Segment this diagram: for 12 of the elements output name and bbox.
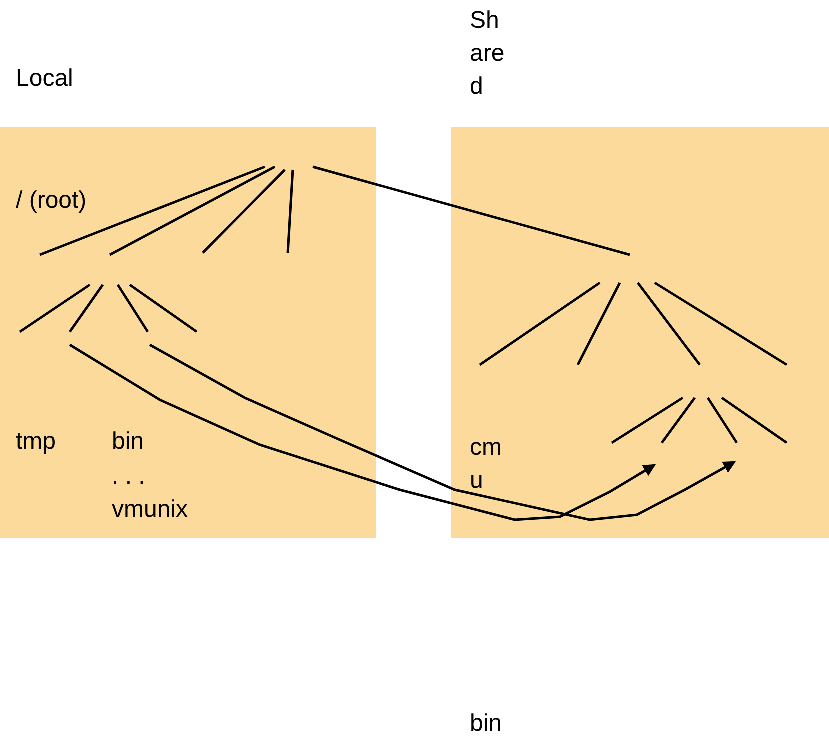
directory-label: / (root)	[16, 186, 87, 216]
directory-label: bin	[470, 709, 502, 739]
panel-heading: Shared	[470, 6, 506, 102]
file-label: vmunix	[112, 495, 188, 525]
symbolic-link-arrow	[69, 344, 656, 522]
symbolic-link-arrow	[149, 344, 736, 522]
panel-heading: Local	[16, 64, 74, 94]
mount-line	[312, 166, 630, 256]
directory-label: bin	[112, 427, 144, 457]
ellipsis-label: . . .	[112, 462, 146, 492]
directory-label: cmu	[470, 433, 503, 496]
directory-label: tmp	[16, 427, 56, 457]
